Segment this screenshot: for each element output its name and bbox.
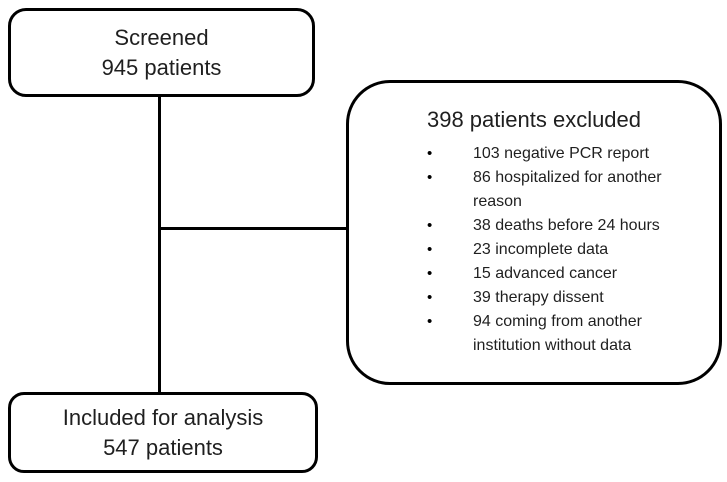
bullet-icon: • (427, 217, 433, 234)
screened-box: Screened 945 patients (8, 8, 315, 97)
vertical-connector-line (158, 95, 161, 393)
bullet-icon: • (427, 169, 433, 186)
excluded-reason-item: • 15 advanced cancer (421, 262, 699, 286)
excluded-box-title: 398 patients excluded (426, 107, 642, 132)
excluded-reason-text: 39 therapy dissent (473, 289, 604, 306)
excluded-reason-text: 86 hospitalized for another reason (473, 169, 662, 210)
screened-label-line1: Screened (114, 24, 209, 50)
excluded-reason-item: • 23 incomplete data (421, 238, 699, 262)
excluded-reason-text: 23 incomplete data (473, 241, 609, 258)
included-label-line1: Included for analysis (62, 404, 264, 430)
bullet-icon: • (427, 289, 433, 306)
excluded-reason-text: 94 coming from another institution witho… (473, 313, 642, 354)
excluded-box: 398 patients excluded • 103 negative PCR… (346, 80, 722, 385)
excluded-reason-text: 103 negative PCR report (473, 145, 650, 162)
excluded-reasons-list: • 103 negative PCR report • 86 hospitali… (369, 142, 699, 358)
excluded-reason-item: • 103 negative PCR report (421, 142, 699, 166)
bullet-icon: • (427, 313, 433, 330)
excluded-reason-item: • 39 therapy dissent (421, 286, 699, 310)
horizontal-connector-line (160, 227, 348, 230)
included-label-line2: 547 patients (103, 434, 223, 460)
bullet-icon: • (427, 241, 433, 258)
bullet-icon: • (427, 265, 433, 282)
screened-label-line2: 945 patients (101, 54, 222, 80)
excluded-reason-item: • 38 deaths before 24 hours (421, 214, 699, 238)
excluded-reason-text: 15 advanced cancer (473, 265, 618, 282)
bullet-icon: • (427, 145, 433, 162)
excluded-reason-item: • 86 hospitalized for another reason (421, 166, 699, 214)
included-box: Included for analysis 547 patients (8, 392, 318, 473)
excluded-reason-item: • 94 coming from another institution wit… (421, 310, 699, 358)
excluded-reason-text: 38 deaths before 24 hours (473, 217, 660, 234)
